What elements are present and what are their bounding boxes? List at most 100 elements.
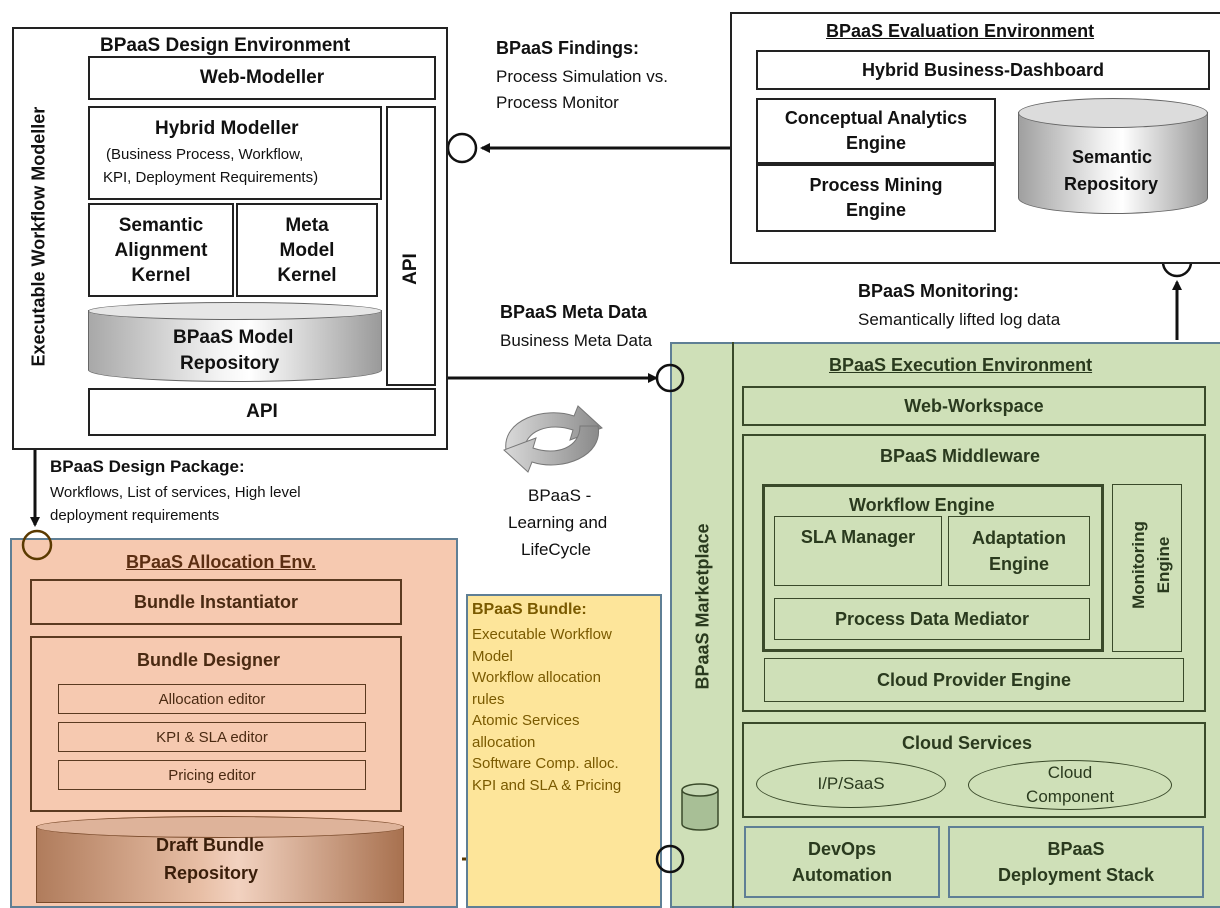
hybrid-modeller-title: Hybrid Modeller [155,118,299,139]
model-repo-line1: BPaaS Model [173,327,294,348]
bundle-line-3: rules [472,690,505,708]
cloud-provider-engine[interactable]: Cloud Provider Engine [764,658,1184,702]
deployment-stack[interactable]: BPaaS Deployment Stack [948,826,1204,898]
conceptual-analytics-engine[interactable]: Conceptual Analytics Engine [756,98,996,164]
meta-line2: Model [279,239,335,261]
lifecycle-line3: LifeCycle [521,540,591,559]
semantic-line2: Alignment [114,239,208,261]
semantic-line1: Semantic [118,214,204,236]
marketplace-divider [732,342,734,908]
semantic-repo-body [1018,112,1208,214]
meta-line1: Meta [285,214,329,236]
executable-workflow-modeller-label: Executable Workflow Modeller [28,106,49,367]
bpaas-bundle [466,594,662,908]
web-modeller[interactable]: Web-Modeller [88,56,436,100]
monitoring-engine-line2: Engine [1154,536,1173,594]
component-line2: Component [1026,787,1114,806]
design-package-line2: deployment requirements [50,507,220,524]
marketplace-database-icon [681,783,719,831]
hybrid-modeller-sub1: (Business Process, Workflow, [106,146,304,163]
conceptual-line1: Conceptual Analytics [784,108,968,128]
lifecycle-line2: Learning and [508,513,608,532]
monitoring-engine[interactable] [1112,484,1182,652]
bpaas-model-repository[interactable] [88,302,382,384]
devops-line1: DevOps [807,839,877,859]
lifecycle-line1: BPaaS - [528,486,592,505]
model-repo-line2: Repository [180,353,280,374]
bundle-designer-title: Bundle Designer [137,650,281,670]
semantic-line3: Kernel [131,264,191,286]
kpi-sla-editor[interactable]: KPI & SLA editor [58,722,366,752]
mining-line1: Process Mining [809,175,943,195]
saas-ellipse[interactable]: I/P/SaaS [756,760,946,808]
meta-data-title: BPaaS Meta Data [500,302,648,322]
sla-manager-label: SLA Manager [800,527,916,547]
bundle-lines: Executable Workflow Model Workflow alloc… [472,624,621,796]
semantic-repo-line1: Semantic [1072,147,1153,167]
api-bottom[interactable]: API [88,388,436,436]
pricing-editor[interactable]: Pricing editor [58,760,366,790]
bundle-line-7: KPI and SLA & Pricing [472,776,622,794]
devops-automation[interactable]: DevOps Automation [744,826,940,898]
mining-line2: Engine [845,200,906,220]
allocation-env-title: BPaaS Allocation Env. [126,552,317,572]
findings-line1: Process Simulation vs. [496,67,668,86]
meta-model-kernel[interactable]: Meta Model Kernel [236,203,378,297]
eval-env-title: BPaaS Evaluation Environment [826,21,1095,41]
draft-repo-line2: Repository [164,863,259,883]
findings-line2: Process Monitor [496,93,619,112]
allocation-env-port [21,529,53,561]
cloud-services[interactable] [742,722,1206,818]
findings-title: BPaaS Findings: [496,38,640,58]
monitoring-engine-line1: Monitoring [1129,521,1148,609]
sla-manager[interactable]: SLA Manager [774,516,942,586]
hybrid-modeller[interactable] [88,106,382,200]
design-env-port [446,132,478,164]
design-package-title: BPaaS Design Package: [50,457,245,476]
bundle-line-1: Model [472,647,513,665]
bpaas-middleware[interactable] [742,434,1206,712]
cloud-component-ellipse[interactable]: Cloud Component [968,760,1172,810]
bundle-line-5: allocation [472,733,536,751]
hybrid-modeller-sub2: KPI, Deployment Requirements) [103,169,319,186]
meta-data-line1: Business Meta Data [500,331,653,350]
api-side[interactable] [386,106,436,386]
bundle-designer[interactable] [30,636,402,812]
meta-line3: Kernel [277,264,337,286]
middleware-title: BPaaS Middleware [880,446,1041,466]
process-mining-engine[interactable]: Process Mining Engine [756,164,996,232]
allocation-editor[interactable]: Allocation editor [58,684,366,714]
bundle-line-4: Atomic Services [472,712,580,729]
adaptation-line2: Engine [988,554,1049,574]
lifecycle-cycle-icon [503,405,603,473]
monitoring-line1: Semantically lifted log data [858,310,1061,329]
draft-repo-top [36,816,404,838]
cylinder-top [88,302,382,320]
bundle-title: BPaaS Bundle: [472,601,587,618]
draft-repo-line1: Draft Bundle [156,835,264,855]
workflow-engine-title: Workflow Engine [849,495,995,515]
stack-line1: BPaaS [1047,839,1105,859]
bpaas-marketplace-label: BPaaS Marketplace [692,523,713,690]
bundle-instantiator[interactable]: Bundle Instantiator [30,579,402,625]
marketplace-bundle-port [655,844,685,874]
workflow-engine[interactable] [762,484,1104,652]
conceptual-line2: Engine [845,133,906,153]
semantic-repository[interactable] [1018,98,1208,216]
process-data-mediator[interactable]: Process Data Mediator [774,598,1090,640]
bundle-line-0: Executable Workflow [472,626,612,643]
execution-env-title: BPaaS Execution Environment [829,355,1093,375]
draft-bundle-repository[interactable] [36,816,404,903]
semantic-alignment-kernel[interactable]: Semantic Alignment Kernel [88,203,234,297]
execution-environment [670,342,1220,908]
semantic-repo-line2: Repository [1064,174,1159,194]
design-package-line1: Workflows, List of services, High level [50,484,301,501]
hybrid-business-dashboard[interactable]: Hybrid Business-Dashboard [756,50,1210,90]
monitoring-title: BPaaS Monitoring: [858,281,1019,301]
component-line1: Cloud [1047,763,1093,782]
adaptation-line1: Adaptation [972,528,1066,548]
stack-line2: Deployment Stack [997,865,1155,885]
web-workspace[interactable]: Web-Workspace [742,386,1206,426]
adaptation-engine[interactable]: Adaptation Engine [948,516,1090,586]
api-side-label: API [400,253,421,285]
